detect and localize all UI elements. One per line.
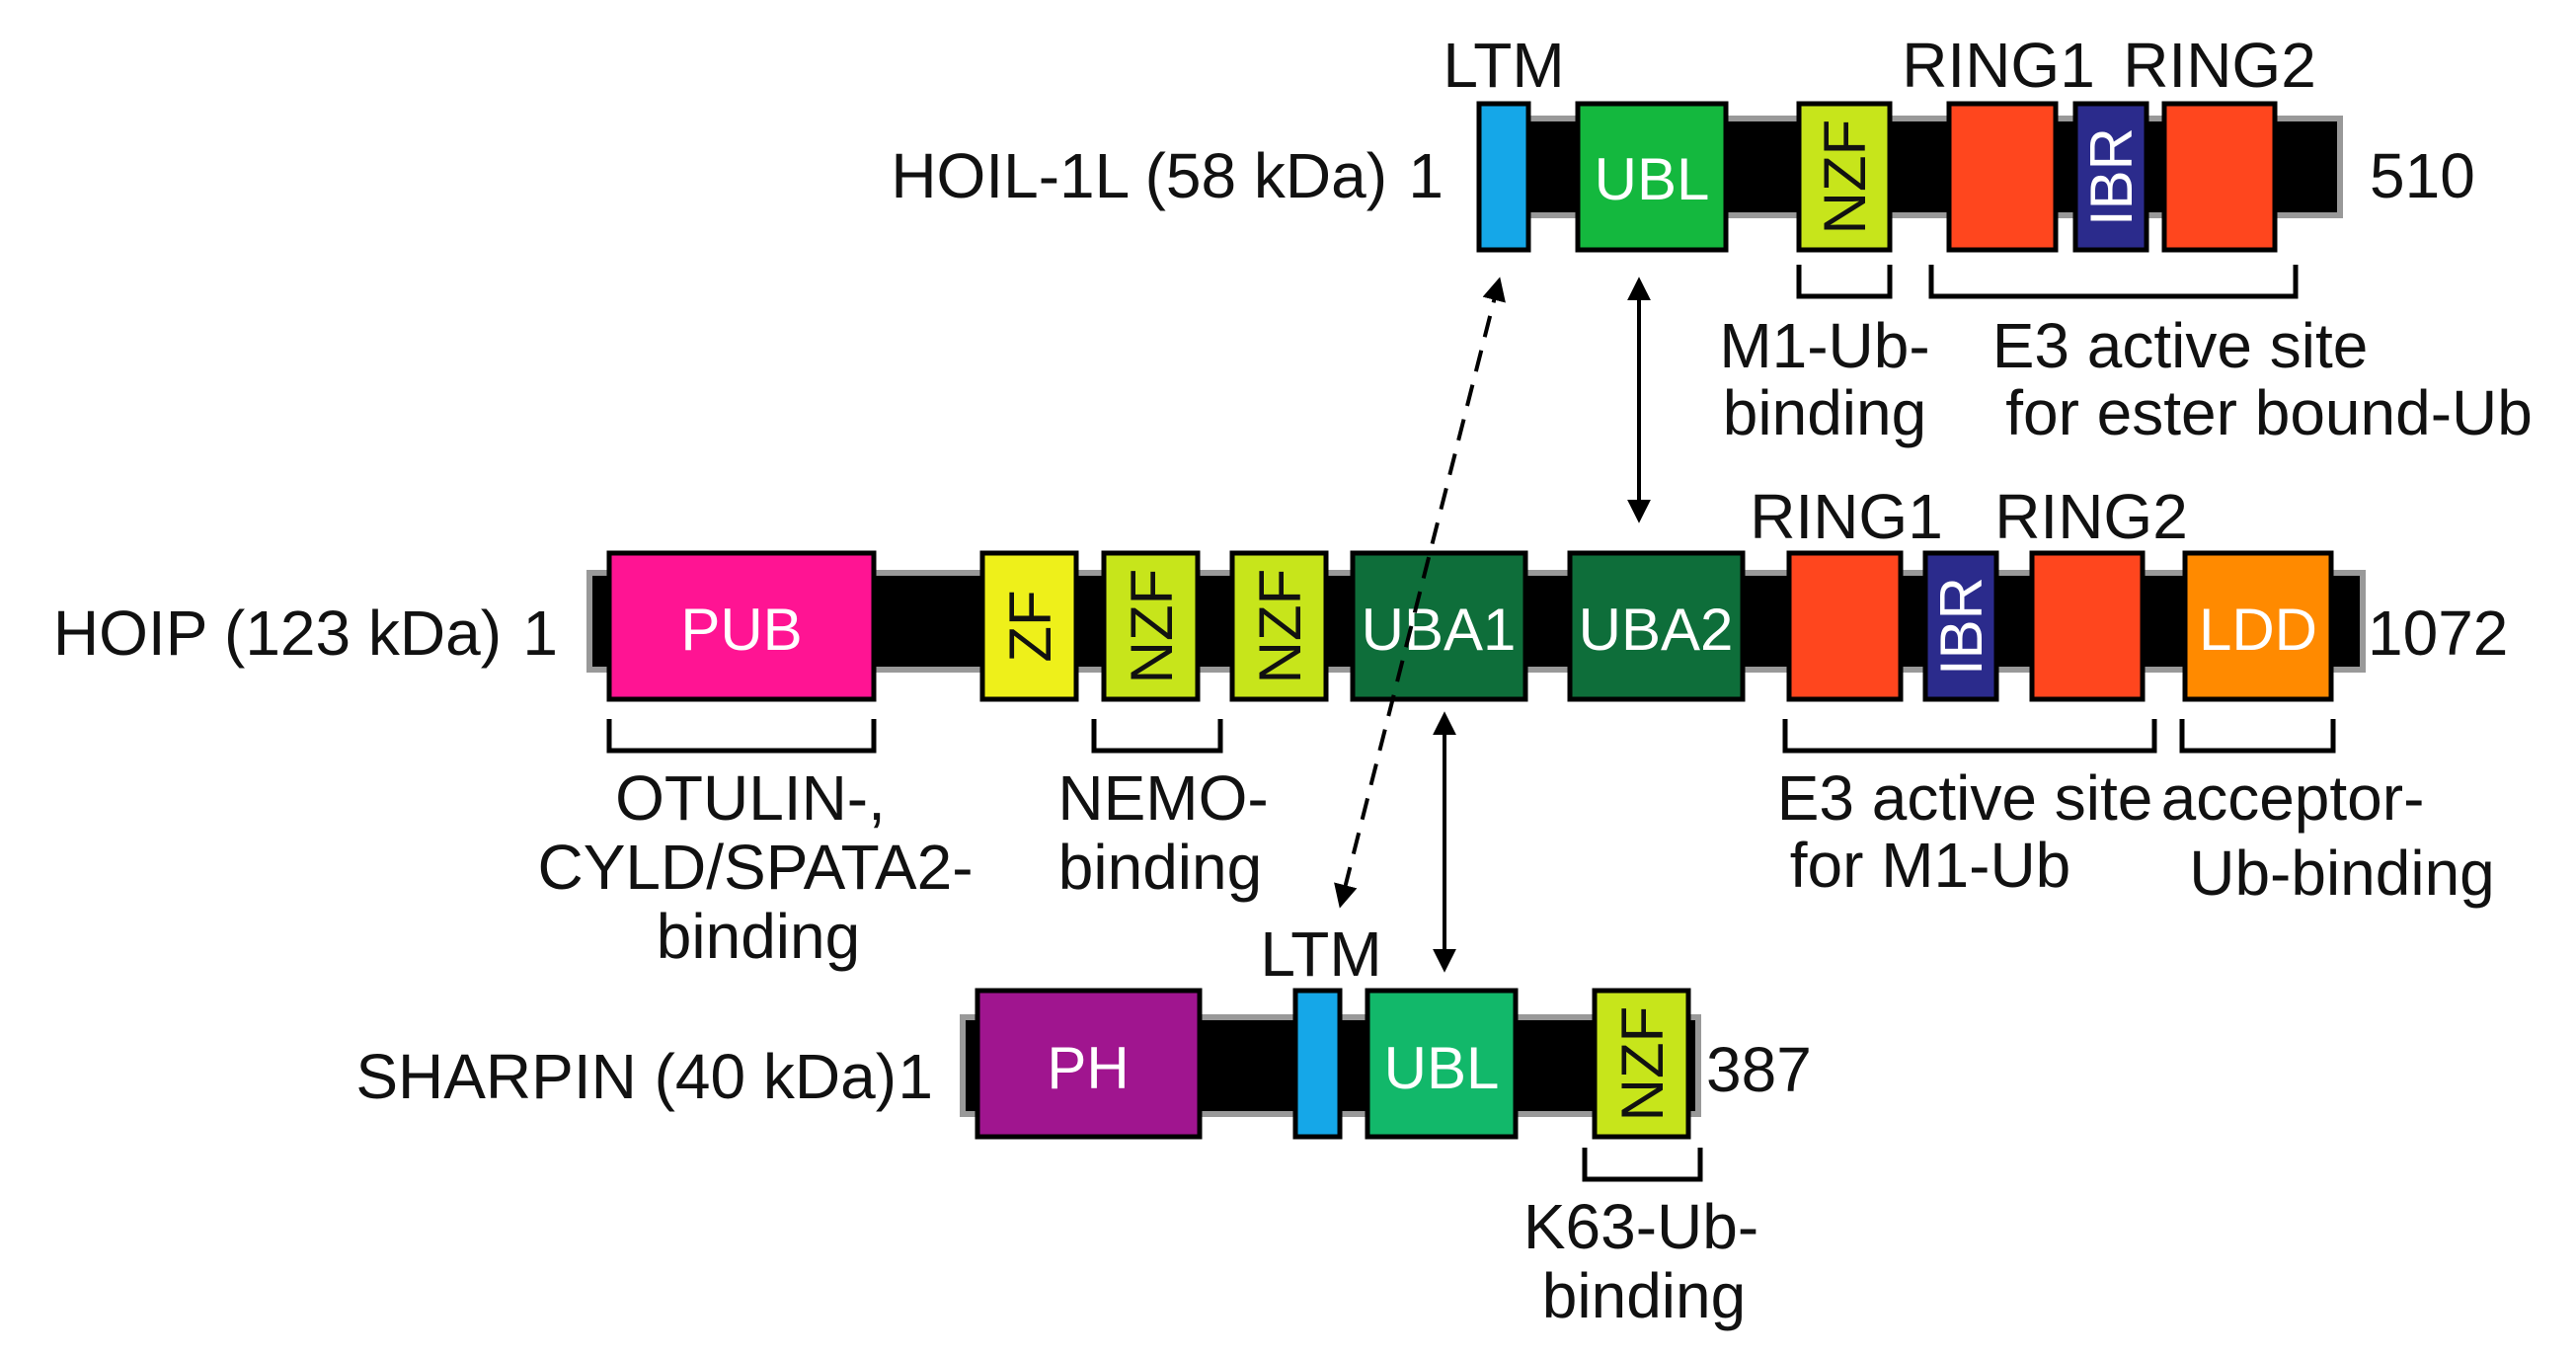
sharpin-nzf-bracket [1582, 1148, 1703, 1182]
hoip-end: 1072 [2368, 598, 2508, 669]
hoip-pub-label: PUB [680, 597, 802, 663]
hoip-ibr-label: IBR [1928, 577, 1994, 676]
hoip-ring1-title: RING1 [1750, 481, 1943, 552]
sharpin-name: SHARPIN (40 kDa) [355, 1041, 897, 1112]
hoip-nemo-line1: NEMO- [1057, 762, 1268, 834]
hoil-1l-nzf-bracket [1796, 265, 1893, 299]
hoip-uba2-domain [1567, 550, 1746, 702]
hoil-1l-m1-binding-line1: M1-Ub- [1719, 310, 1929, 381]
hoil-1l-name: HOIL-1L (58 kDa) [891, 140, 1387, 211]
hoip-zf-domain [979, 550, 1079, 702]
hoip-acceptor-line2: Ub-binding [2189, 838, 2495, 909]
hoip-zf-label: ZF [997, 590, 1063, 662]
hoip-name: HOIP (123 kDa) [53, 598, 502, 669]
hoip-ring1-domain [1786, 550, 1904, 702]
hoil-1l-ibr-label: IBR [2078, 127, 2145, 226]
hoil-1l-ibr-domain [2072, 101, 2149, 253]
hoil-1l-e3-line2: for ester bound-Ub [2005, 377, 2533, 448]
hoip-ring2-domain [2029, 550, 2146, 702]
hoip-nzf1-label: NZF [1119, 569, 1185, 684]
sharpin-nzf-label: NZF [1609, 1006, 1676, 1122]
hoip-otulin-line2: CYLD/SPATA2- [538, 832, 974, 903]
hoip-nzf-bracket [1091, 719, 1223, 754]
hoip-ibr-domain [1922, 550, 1999, 702]
hoip-nzf2-label: NZF [1247, 569, 1313, 684]
hoip-ldd-domain [2182, 550, 2334, 702]
sharpin-k63-line1: K63-Ub- [1523, 1191, 1758, 1262]
sharpin-start: 1 [898, 1041, 933, 1112]
hoil-1l-nzf-label: NZF [1812, 120, 1878, 235]
ltm-ltm-dashed-arrow [1334, 277, 1506, 909]
hoip-start: 1 [522, 598, 558, 669]
sharpin-protein: SHARPIN (40 kDa) 1 387 PH UBL NZF LTM K6… [355, 918, 1811, 1331]
hoil-1l-ring2-domain [2161, 101, 2278, 253]
hoil-1l-end: 510 [2370, 140, 2475, 211]
hoil-1l-nzf-domain [1796, 101, 1893, 253]
hoil-1l-ring2-title: RING2 [2123, 30, 2316, 101]
sharpin-ph-domain [975, 988, 1203, 1140]
hoip-nzf1-domain [1101, 550, 1201, 702]
hoil-1l-ltm-title: LTM [1443, 30, 1564, 101]
hoip-pub-domain [606, 550, 877, 702]
hoil-1l-ring1-domain [1946, 101, 2059, 253]
sharpin-ltm-title: LTM [1260, 918, 1381, 990]
hoil-1l-ring1-title: RING1 [1902, 30, 2095, 101]
hoil-1l-ubl-label: UBL [1595, 146, 1710, 212]
hoip-otulin-line3: binding [657, 901, 860, 972]
hoil-1l-protein: HOIL-1L (58 kDa) 1 510 UBL NZF IBR LTM R… [891, 30, 2533, 448]
hoip-ldd-label: LDD [2199, 597, 2317, 663]
hoil-1l-e3-line1: E3 active site [1992, 310, 2369, 381]
sharpin-ubl-label: UBL [1384, 1035, 1500, 1101]
sharpin-ph-label: PH [1047, 1035, 1129, 1101]
hoip-protein: HOIP (123 kDa) 1 1072 PUB ZF NZF NZF UBA… [53, 481, 2508, 972]
hoil-1l-ubl-domain [1575, 101, 1729, 253]
hoip-acceptor-line1: acceptor- [2161, 762, 2425, 834]
hoil-1l-m1-binding-line2: binding [1723, 377, 1926, 448]
sharpin-nzf-domain [1592, 988, 1691, 1140]
hoip-e3-bracket [1782, 719, 2157, 754]
hoip-e3-line2: for M1-Ub [1790, 830, 2071, 901]
hoip-ldd-bracket [2179, 719, 2336, 754]
hoil-1l-e3-bracket [1928, 265, 2299, 299]
sharpin-ubl-domain [1365, 988, 1519, 1140]
hoip-otulin-line1: OTULIN-, [615, 762, 886, 834]
hoip-nemo-line2: binding [1058, 832, 1262, 903]
hoip-ring2-title: RING2 [1994, 481, 2188, 552]
hoip-pub-bracket [606, 719, 877, 754]
hoil-1l-ltm-domain [1476, 101, 1531, 253]
hoip-uba2-label: UBA2 [1579, 597, 1734, 663]
sharpin-end: 387 [1706, 1034, 1812, 1105]
hoil-1l-start: 1 [1408, 140, 1444, 211]
hoip-uba1-label: UBA1 [1362, 597, 1517, 663]
sharpin-k63-line2: binding [1542, 1260, 1746, 1331]
hoip-nzf2-domain [1229, 550, 1329, 702]
hoip-e3-line1: E3 active site [1777, 762, 2153, 834]
sharpin-ltm-domain [1292, 988, 1343, 1140]
